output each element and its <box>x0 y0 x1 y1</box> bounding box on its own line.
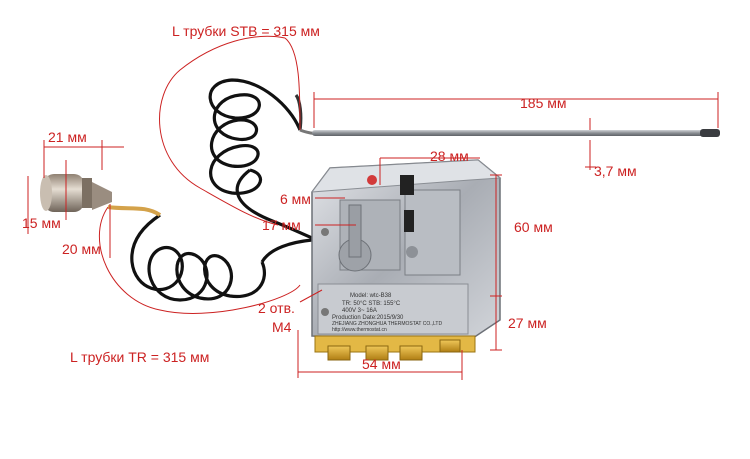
holes-count-label: 2 отв. <box>258 300 295 316</box>
height-top-label: 60 мм <box>514 219 553 235</box>
thermostat-body <box>310 159 502 341</box>
tr-length-label: L трубки TR = 315 мм <box>70 349 209 365</box>
shaft-6-label: 6 мм <box>280 191 311 207</box>
probe-diameter-label: 3,7 мм <box>594 163 637 179</box>
shaft-28-label: 28 мм <box>430 148 469 164</box>
probe-length-label: 185 мм <box>520 95 567 111</box>
height-bottom-label: 27 мм <box>508 315 547 331</box>
width-label: 54 мм <box>362 356 401 372</box>
stb-length-label: L трубки STB = 315 мм <box>172 23 320 39</box>
terminals <box>314 335 476 361</box>
plate-model: Model: wtc-B38 <box>350 293 392 299</box>
plate-maker: ZHEJIANG ZHONGHUA THERMOSTAT CO.,LTD <box>332 321 442 327</box>
bulb-diameter-label: 15 мм <box>22 215 61 231</box>
shaft-17-label: 17 мм <box>262 217 301 233</box>
holes-thread-label: М4 <box>272 319 292 335</box>
bulb-length-label: 21 мм <box>48 129 87 145</box>
nameplate: Model: wtc-B38 TR: 50°C STB: 155°C 400V … <box>332 293 442 333</box>
plate-production: Production Date:2015/9/30 <box>332 315 404 321</box>
dimension-lines <box>27 35 719 380</box>
tr-bulb-sensor <box>40 174 162 217</box>
plate-rating: 400V 3~ 16A <box>342 308 377 314</box>
stb-probe <box>299 128 720 137</box>
plate-web: http://www.thermostat.cn <box>332 327 387 333</box>
bulb-flange-label: 20 мм <box>62 241 101 257</box>
tr-capillary-coil <box>130 213 334 302</box>
plate-tr: TR: 50°C STB: 155°C <box>342 301 401 307</box>
